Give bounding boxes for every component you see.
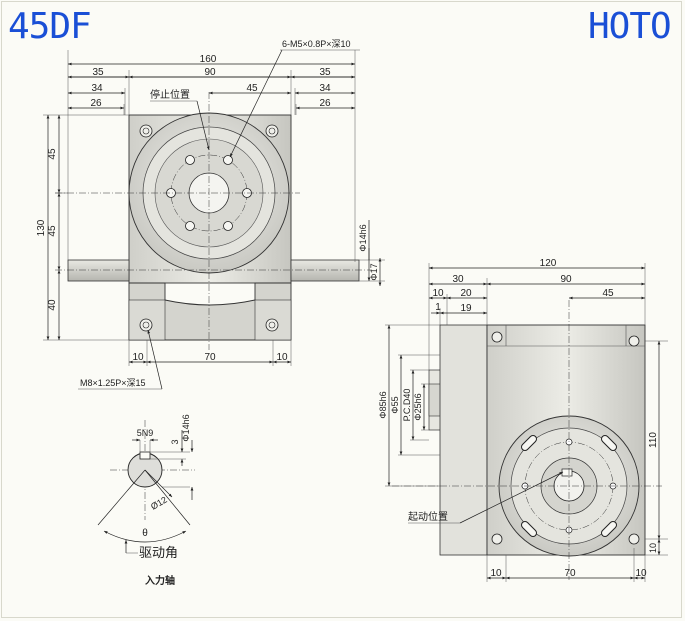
dim-foot-10-right: 10 bbox=[276, 352, 288, 363]
side-dim-10-right: 10 bbox=[648, 543, 658, 553]
side-dim-dia-25: Φ25h6 bbox=[413, 393, 423, 420]
dim-right-35: 35 bbox=[319, 67, 331, 78]
detail-shaft-dia: Φ14h6 bbox=[181, 414, 191, 441]
side-dim-1: 1 bbox=[435, 302, 441, 313]
key-depth: 3 bbox=[170, 439, 180, 444]
dim-right-34: 34 bbox=[319, 83, 331, 94]
side-dim-90: 90 bbox=[560, 274, 572, 285]
dim-left-35: 35 bbox=[92, 67, 104, 78]
mounting-bolts bbox=[139, 124, 279, 332]
dim-foot-70: 70 bbox=[204, 352, 216, 363]
dim-shaft-dia: Φ14h6 bbox=[358, 224, 368, 251]
side-dim-110: 110 bbox=[648, 432, 659, 448]
dim-body-width: 90 bbox=[204, 67, 216, 78]
side-dim-120: 120 bbox=[540, 258, 557, 269]
angle-symbol: θ bbox=[142, 528, 148, 539]
front-view: 160 35 90 35 34 45 34 26 26 停止位置 6-M5×0.… bbox=[36, 39, 385, 390]
output-holes bbox=[166, 155, 252, 231]
side-dim-bottom-70: 70 bbox=[564, 568, 576, 579]
dim-lower-45: 45 bbox=[47, 225, 58, 237]
dim-upper-45: 45 bbox=[47, 148, 58, 160]
input-shaft-right bbox=[290, 259, 360, 282]
dim-right-26: 26 bbox=[319, 98, 331, 109]
dim-base-40: 40 bbox=[47, 299, 58, 311]
dim-shaft-17: Φ17 bbox=[369, 263, 379, 280]
side-dim-20: 20 bbox=[460, 288, 472, 299]
model-number: 45DF bbox=[8, 6, 92, 47]
input-shaft-title: 入力轴 bbox=[145, 574, 175, 587]
dim-overall-width: 160 bbox=[200, 54, 217, 65]
side-dim-dia-55: Φ55 bbox=[390, 396, 400, 413]
shaft-detail: 5N9 3 Φ14h6 Ø12 θ 驱动角 入力轴 bbox=[97, 414, 195, 587]
side-dim-dia-85: Φ85h6 bbox=[378, 391, 388, 418]
side-dim-bottom-10-right: 10 bbox=[635, 568, 647, 579]
side-dim-bottom-10-left: 10 bbox=[490, 568, 502, 579]
side-dim-45: 45 bbox=[602, 288, 614, 299]
base-holes-note: M8×1.25P×深15 bbox=[80, 378, 146, 388]
dim-half-45: 45 bbox=[246, 83, 258, 94]
front-base bbox=[128, 282, 292, 341]
side-dim-19: 19 bbox=[460, 303, 472, 314]
start-position-note: 起动位置 bbox=[408, 510, 448, 523]
keyway bbox=[139, 451, 151, 460]
brand-logo-text: HOTO bbox=[588, 6, 672, 47]
bolt-circle-dim: Ø12 bbox=[149, 495, 169, 512]
side-dim-pcd-40: P.C.D40 bbox=[402, 389, 412, 422]
stop-position-note: 停止位置 bbox=[150, 88, 190, 101]
drive-angle-label: 驱动角 bbox=[139, 545, 178, 560]
side-slots bbox=[521, 435, 617, 537]
dim-left-26: 26 bbox=[90, 98, 102, 109]
input-shaft-left bbox=[67, 259, 130, 282]
keyway-width: 5N9 bbox=[137, 428, 154, 438]
side-dim-30: 30 bbox=[452, 274, 464, 285]
dim-foot-10-left: 10 bbox=[132, 352, 144, 363]
side-dim-10: 10 bbox=[432, 288, 444, 299]
dim-height-130: 130 bbox=[36, 219, 47, 236]
output-holes-note: 6-M5×0.8P×深10 bbox=[282, 39, 351, 49]
dim-left-34: 34 bbox=[91, 83, 103, 94]
side-view: 120 30 90 10 20 45 1 19 Φ85h6 bbox=[378, 258, 668, 582]
